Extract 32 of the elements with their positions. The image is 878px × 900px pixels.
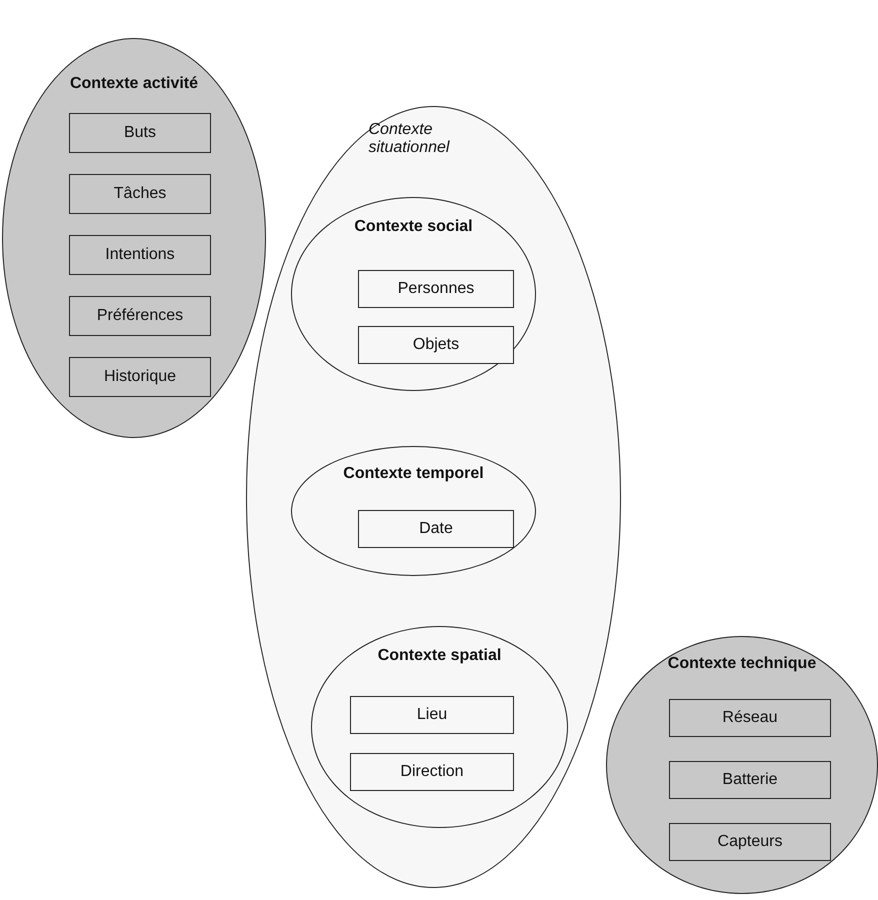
box-label: Objets <box>412 336 460 354</box>
category-box <box>350 696 514 734</box>
ellipse-title: Contexte temporel <box>343 465 484 483</box>
box-label: Lieu <box>416 706 448 724</box>
category-box <box>69 357 211 397</box>
box-label: Personnes <box>398 280 474 298</box>
category-box <box>358 326 514 364</box>
ellipse-title: Contexte spatial <box>378 647 502 665</box>
category-box <box>350 753 514 791</box>
box-label: Capteurs <box>718 833 782 851</box>
category-box <box>69 296 211 336</box>
category-box <box>669 699 831 737</box>
ellipse-title: Contexte social <box>354 218 473 236</box>
box-label: Réseau <box>722 709 778 727</box>
category-box <box>358 510 514 548</box>
box-label: Intentions <box>105 246 175 264</box>
box-label: Date <box>419 520 453 538</box>
category-box <box>69 235 211 275</box>
category-box <box>669 823 831 861</box>
ellipse-title: Contexte situationnel <box>368 121 451 157</box>
box-label: Batterie <box>722 771 778 789</box>
box-label: Tâches <box>114 185 166 203</box>
box-label: Historique <box>104 368 176 386</box>
ellipse-title: Contexte technique <box>668 655 816 673</box>
ellipse-title: Contexte activité <box>70 75 198 93</box>
box-label: Direction <box>400 763 464 781</box>
box-label: Buts <box>124 124 156 142</box>
category-box <box>358 270 514 308</box>
box-label: Préférences <box>96 307 184 325</box>
category-box <box>669 761 831 799</box>
category-box <box>69 113 211 153</box>
category-box <box>69 174 211 214</box>
